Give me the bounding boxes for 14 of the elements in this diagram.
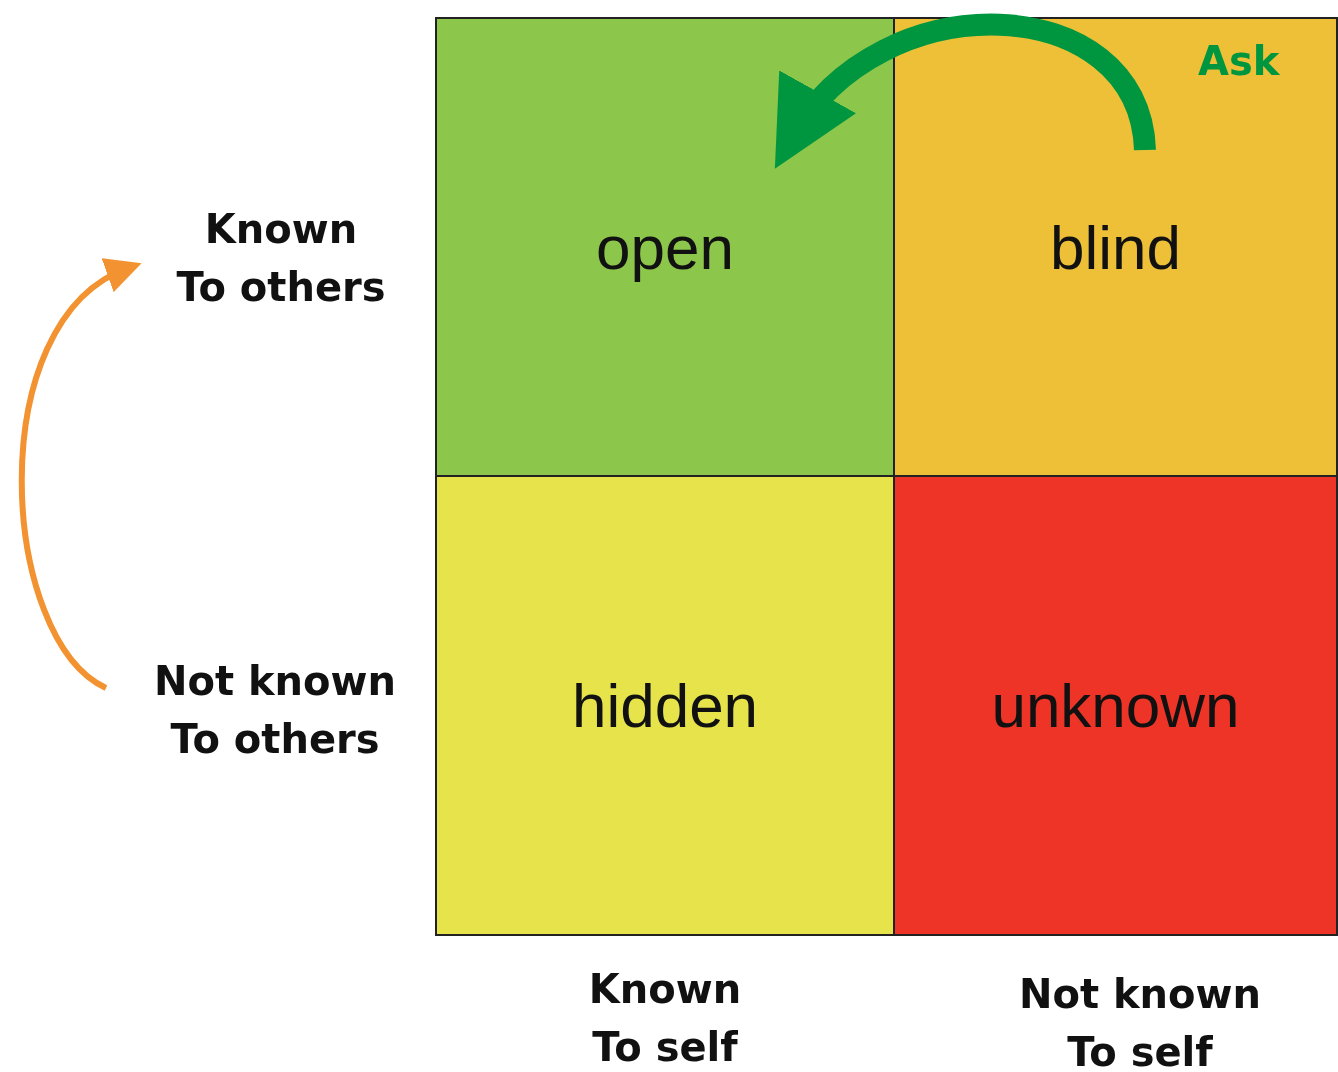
quadrant-label: hidden <box>571 670 759 741</box>
axis-label: Known To others <box>175 205 387 312</box>
edge-label: Ask <box>1198 38 1280 84</box>
blind-quadrant <box>893 17 1338 477</box>
unknown-quadrant <box>893 475 1338 936</box>
axis-label: Not known To others <box>153 657 397 764</box>
axis-label: Known To self <box>587 965 743 1072</box>
quadrant-label: open <box>596 211 734 283</box>
quadrant-label: unknown <box>991 670 1240 741</box>
open-quadrant <box>435 17 895 477</box>
hidden-quadrant <box>435 475 895 936</box>
axis-label: Not known To self <box>1018 970 1262 1072</box>
curved-arrow <box>18 261 141 691</box>
quadrant-label: blind <box>1050 211 1181 283</box>
